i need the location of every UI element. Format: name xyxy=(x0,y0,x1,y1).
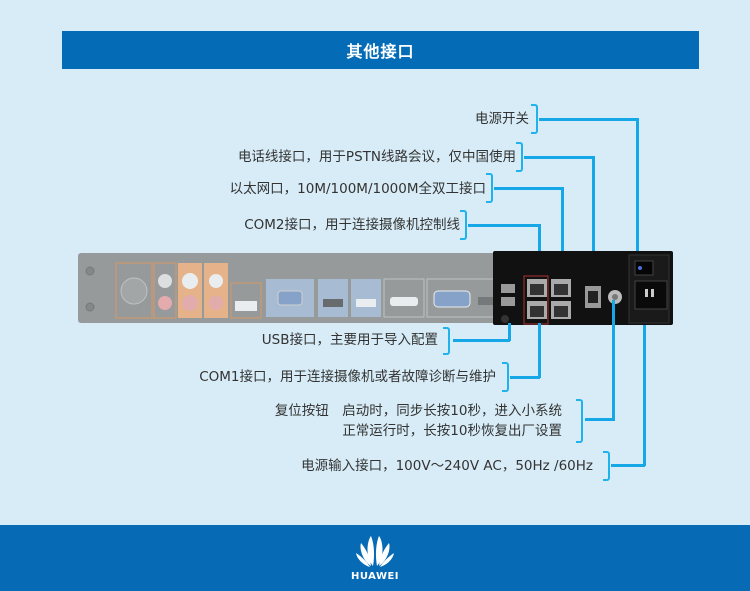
huawei-logo-icon xyxy=(356,535,394,567)
line-ethernet-v xyxy=(561,187,564,270)
device-rear-panel-faded xyxy=(78,253,498,323)
faded-ports-illustration xyxy=(85,262,498,319)
page-title-text: 其他接口 xyxy=(346,42,415,61)
label-com1: COM1接口，用于连接摄像机或者故障诊断与维护 xyxy=(199,369,496,385)
label-reset-line2: 正常运行时，长按10秒恢复出厂设置 xyxy=(342,423,562,439)
label-power-input: 电源输入接口，100V～240V AC，50Hz /60Hz xyxy=(301,458,593,474)
line-usb-h xyxy=(453,339,510,342)
line-reset-h xyxy=(585,418,615,421)
bracket-power-input xyxy=(603,451,610,481)
label-ethernet: 以太网口，10M/100M/1000M全双工接口 xyxy=(229,181,486,197)
line-power-input-h xyxy=(611,464,645,467)
line-com2-h xyxy=(468,224,540,227)
line-power-switch-v xyxy=(636,118,639,254)
active-ports-illustration xyxy=(501,254,670,325)
device-rear-panel-active xyxy=(493,251,673,325)
bracket-com1 xyxy=(502,362,509,392)
line-com1-v xyxy=(538,323,541,378)
usb-port-2 xyxy=(501,297,515,306)
usb-port-1 xyxy=(501,284,515,293)
label-reset-line1: 复位按钮 启动时，同步长按10秒，进入小系统 xyxy=(274,403,562,419)
bracket-power-switch xyxy=(531,104,538,134)
label-usb: USB接口，主要用于导入配置 xyxy=(261,332,438,348)
footer-brand: HUAWEI xyxy=(350,570,400,582)
line-power-switch-h xyxy=(539,118,638,121)
line-ethernet-h xyxy=(494,187,564,190)
bracket-reset xyxy=(576,399,583,443)
line-com2-v xyxy=(538,224,541,264)
bracket-phone-line xyxy=(516,142,523,172)
line-reset-v xyxy=(612,300,615,420)
bracket-com2 xyxy=(460,210,467,240)
label-com2: COM2接口，用于连接摄像机控制线 xyxy=(244,217,460,233)
page-title: 其他接口 xyxy=(62,31,699,69)
label-phone-line: 电话线接口，用于PSTN线路会议，仅中国使用 xyxy=(237,149,516,165)
label-power-switch: 电源开关 xyxy=(475,111,529,127)
bracket-ethernet xyxy=(486,173,493,203)
line-power-input-v xyxy=(643,325,646,466)
bracket-usb xyxy=(443,327,450,355)
line-phone-line-v xyxy=(592,156,595,280)
line-com1-h xyxy=(510,376,540,379)
line-usb-v xyxy=(508,323,511,341)
footer: HUAWEI xyxy=(0,525,750,591)
line-phone-line-h xyxy=(524,156,595,159)
